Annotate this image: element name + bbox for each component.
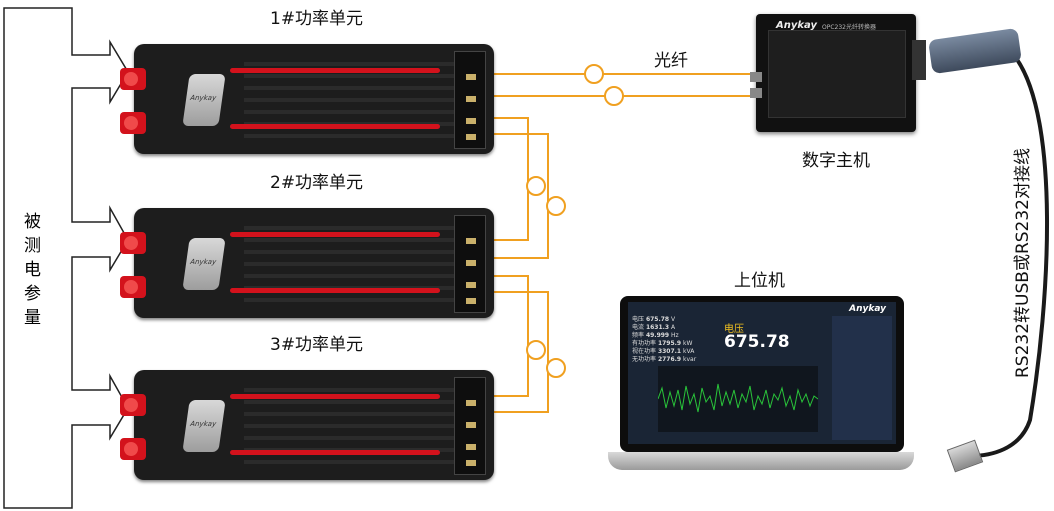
pc-label: 上位机 xyxy=(734,271,785,291)
digital-host: Anykay OPC232光纤转换器 xyxy=(750,14,926,132)
terminal-bottom xyxy=(120,276,146,298)
fiber-port xyxy=(750,72,762,82)
brand-badge: Anykay xyxy=(182,238,226,290)
measured-quantity-label: 被 测 电 参 量 xyxy=(24,212,41,328)
fiber-port xyxy=(750,88,762,98)
screen-big-label: 电压 xyxy=(724,324,744,335)
serial-port xyxy=(912,40,926,80)
terminal-top xyxy=(120,68,146,90)
terminal-bottom xyxy=(120,112,146,134)
screen-big-value: 675.78 xyxy=(724,332,790,352)
control-panel xyxy=(832,316,892,440)
monitor-screen: Anykay 电压 675.78 V 电流 1631.3 A 频率 49.999… xyxy=(628,302,896,444)
digital-host-label: 数字主机 xyxy=(802,151,870,171)
unit1-title: 1#功率单元 xyxy=(270,9,364,29)
waveform-chart xyxy=(658,366,818,432)
fiber-label: 光纤 xyxy=(654,51,688,71)
host-brand: Anykay xyxy=(776,20,817,31)
cable-label: RS232转USB或RS232对接线 xyxy=(1013,148,1033,378)
terminal-top xyxy=(120,394,146,416)
unit2-title: 2#功率单元 xyxy=(270,173,364,193)
terminal-top xyxy=(120,232,146,254)
brand-badge: Anykay xyxy=(182,400,226,452)
host-model: OPC232光纤转换器 xyxy=(822,24,876,31)
unit3-title: 3#功率单元 xyxy=(270,335,364,355)
brand-badge: Anykay xyxy=(182,74,226,126)
screen-readings: 电压 675.78 V 电流 1631.3 A 频率 49.999 Hz 有功功… xyxy=(632,316,697,363)
screen-brand: Anykay xyxy=(849,304,886,314)
terminal-bottom xyxy=(120,438,146,460)
